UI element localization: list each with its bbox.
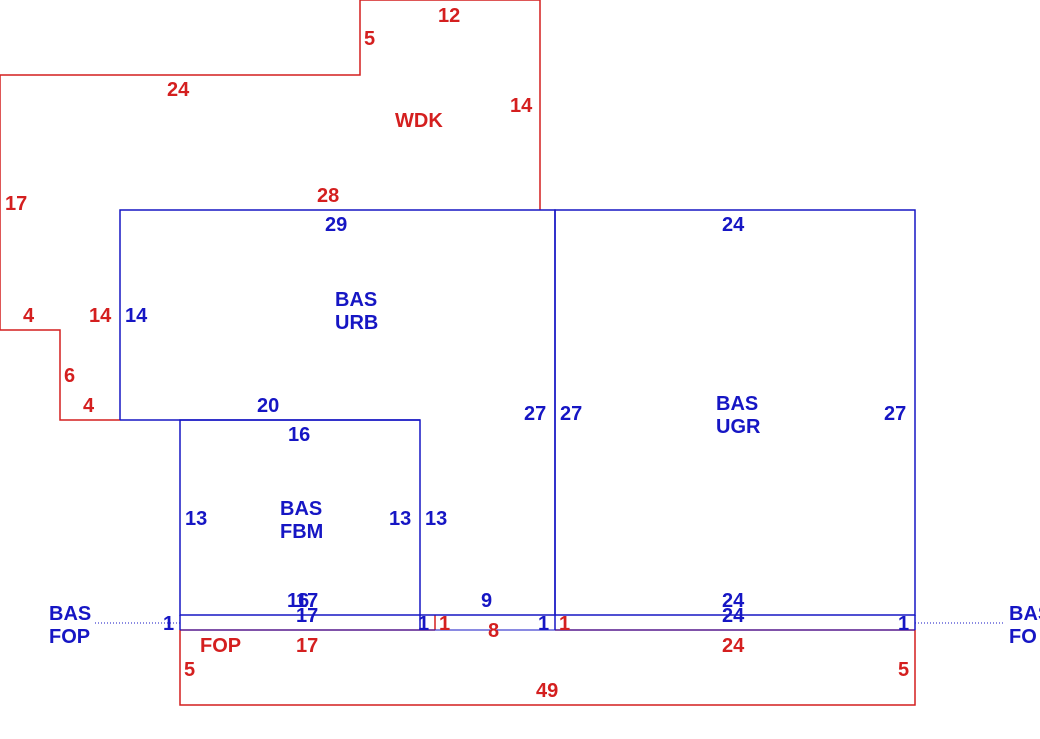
- ugr-outline: [554, 209, 916, 616]
- wdk-dim-top: 12: [438, 5, 460, 27]
- fbm-dim-right-outer: 13: [425, 508, 447, 530]
- urb-dim-top: 29: [325, 214, 347, 236]
- fbm-dim-right-inner: 13: [389, 508, 411, 530]
- urb-label-line2: URB: [335, 312, 378, 334]
- urb-label-line1: BAS: [335, 289, 377, 311]
- fop-dim-right: 5: [898, 659, 909, 681]
- fop-dim-ugr-end-red: 1: [559, 613, 570, 635]
- fop-dim-top: 17: [296, 635, 318, 657]
- ugr-label-line1: BAS: [716, 393, 758, 415]
- wdk-dim-left: 17: [5, 193, 27, 215]
- fop-right-label-line1: BAS: [1009, 603, 1040, 625]
- fop-dim-left: 5: [184, 659, 195, 681]
- fbm-label-line1: BAS: [280, 498, 322, 520]
- wdk-dim-right: 14: [510, 95, 533, 117]
- wdk-dim-step-inner: 14: [89, 305, 112, 327]
- fop-dim-mid-end: 1: [418, 613, 429, 635]
- fop-label: FOP: [200, 635, 241, 657]
- fop-dim-right-end: 1: [898, 613, 909, 635]
- fop-right-label-line2: FO: [1009, 626, 1037, 648]
- fop-dim-bottom: 49: [536, 680, 558, 702]
- wdk-dim-step-vertical: 6: [64, 365, 75, 387]
- urb-outline: [119, 209, 556, 616]
- fop-dim-ugr-end: 1: [538, 613, 549, 635]
- fbm-dim-left: 13: [185, 508, 207, 530]
- ugr-dim-right: 27: [884, 403, 906, 425]
- ugr-dim-left: 27: [560, 403, 582, 425]
- wdk-outline: [0, 0, 541, 421]
- urb-dim-fbm-gap: 9: [481, 590, 492, 612]
- fop-dim-left-end: 1: [163, 613, 174, 635]
- wdk-dim-notch: 5: [364, 28, 375, 50]
- fbm-label-line2: FBM: [280, 521, 323, 543]
- fop-dim-mid-end-red: 1: [439, 613, 450, 635]
- fbm-dim-top: 16: [288, 424, 310, 446]
- fbm-dim-bottom-a: 16: [287, 590, 309, 612]
- ugr-dim-bottom: 24: [722, 605, 745, 627]
- fop-left-label-line2: FOP: [49, 626, 90, 648]
- fbm-dim-bottom-b: 17: [296, 590, 318, 612]
- wdk-dim-upper-left: 24: [167, 79, 190, 101]
- wdk-label: WDK: [395, 110, 443, 132]
- urb-dim-right: 27: [524, 403, 546, 425]
- ugr-label-line2: UGR: [716, 416, 761, 438]
- wdk-dim-bottom: 28: [317, 185, 339, 207]
- fop-outline: [179, 630, 916, 706]
- fbm-dim-bottom-c: 17: [296, 605, 318, 627]
- ugr-dim-top: 24: [722, 214, 745, 236]
- fbm-outline: [179, 419, 421, 616]
- ugr-dim-bottom-upper: 24: [722, 590, 745, 612]
- wdk-dim-step-bottom: 4: [83, 395, 95, 417]
- wdk-dim-step-top: 4: [23, 305, 35, 327]
- urb-dim-left: 14: [125, 305, 148, 327]
- urb-dim-gap-bottom: 8: [488, 620, 499, 642]
- fop-dim-ugr-bottom: 24: [722, 635, 745, 657]
- fop-left-label-line1: BAS: [49, 603, 91, 625]
- urb-dim-bottom: 20: [257, 395, 279, 417]
